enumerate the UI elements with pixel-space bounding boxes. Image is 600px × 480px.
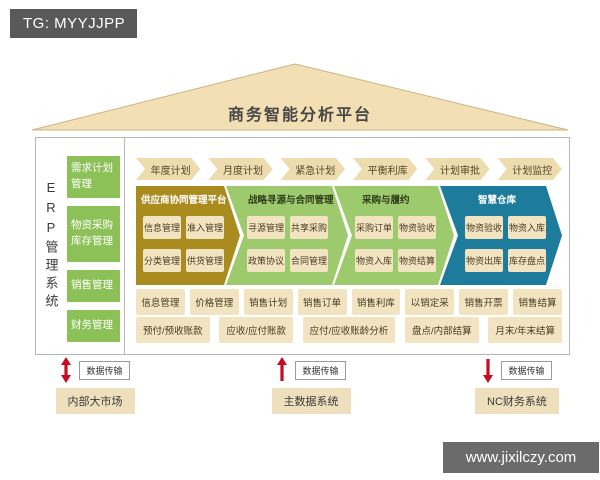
chevron-item: 共享采购 [290,216,328,239]
chevron-item: 物资入库 [508,216,546,239]
data-link-nc-finance: 数据传输 NC财务系统 [462,357,572,414]
chevron-items: 物资验收 物资入库 物资出库 库存盘点 [465,216,540,272]
chevron-title: 采购与履约 [362,195,410,206]
sales-chip: 销售计划 [243,289,293,315]
chevron-title: 供应商协同管理平台 [141,195,227,206]
roof-triangle [31,63,569,131]
chevron-title: 战略寻源与合同管理 [248,195,334,206]
finance-chip: 月末/年末结算 [488,317,562,343]
plan-chip-monitor: 计划监控 [498,158,562,180]
sales-chip: 销售利库 [351,289,401,315]
data-link-row: 数据传输 [482,357,552,383]
chevron-item: 物资出库 [465,249,503,272]
chevron-item: 供货管理 [186,249,224,272]
finance-chip: 应收/应付账款 [219,317,293,343]
plan-chip-urgent: 紧急计划 [281,158,345,180]
finance-row: 预付/预收账款 应收/应付账款 应付/应收账龄分析 盘点/内部结算 月末/年末结… [136,317,562,343]
chevron-item: 合同管理 [290,249,328,272]
sales-chip: 以销定采 [405,289,455,315]
system-box-master-data: 主数据系统 [271,388,351,414]
chevron-item: 准入管理 [186,216,224,239]
chevron-item: 分类管理 [143,249,181,272]
chevron-item: 物资验收 [398,216,436,239]
up-arrow-icon [277,357,288,381]
chevron-items: 寻源管理 共享采购 政策协议 合同管理 [247,216,328,272]
sales-chip: 销售结算 [513,289,562,315]
plan-chip-approval: 计划审批 [425,158,489,180]
chevron-item: 政策协议 [247,249,285,272]
sales-chip: 销售订单 [297,289,347,315]
chevron-item: 寻源管理 [247,216,285,239]
data-transfer-label: 数据传输 [501,360,552,380]
plan-chip-annual: 年度计划 [136,158,200,180]
data-transfer-label: 数据传输 [295,360,346,380]
plan-chip-monthly: 月度计划 [208,158,272,180]
sales-chip: 信息管理 [136,289,185,315]
chevron-item: 物资结算 [398,249,436,272]
finance-chip: 应付/应收账龄分析 [302,317,396,343]
erp-modules: 需求计划管理 物资采购库存管理 销售管理 财务管理 [67,137,124,355]
sales-chip: 价格管理 [189,289,239,315]
data-link-row: 数据传输 [60,357,130,383]
erp-module-material-inventory: 物资采购库存管理 [67,206,120,262]
data-transfer-label: 数据传输 [79,360,130,380]
sales-row: 信息管理 价格管理 销售计划 销售订单 销售利库 以销定采 销售开票 销售结算 [136,289,562,315]
chevron-item: 库存盘点 [508,249,546,272]
process-chevrons: 供应商协同管理平台 信息管理 准入管理 分类管理 供货管理 战略寻源与合同管理 … [136,186,562,285]
data-link-internal-market: 数据传输 内部大市场 [40,357,150,414]
up-down-arrow-icon [61,357,72,383]
tg-badge: TG: MYYJJPP [10,9,137,38]
finance-chip: 预付/预收账款 [136,317,210,343]
system-box-internal-market: 内部大市场 [55,388,135,414]
erp-module-finance: 财务管理 [67,310,120,342]
chevron-item: 信息管理 [143,216,181,239]
erp-module-demand-plan: 需求计划管理 [67,156,120,198]
chevron-items: 采购订单 物资验收 物资入库 物资结算 [355,216,432,272]
roof-title: 商务智能分析平台 [227,107,372,124]
data-link-master-data: 数据传输 主数据系统 [256,357,366,414]
plan-chip-balance: 平衡利库 [353,158,417,180]
chevron-smart-warehouse: 智慧仓库 物资验收 物资入库 物资出库 库存盘点 [440,186,562,285]
chevron-item: 物资验收 [465,216,503,239]
chevron-item: 物资入库 [355,249,393,272]
system-box-nc-finance: NC财务系统 [475,388,559,414]
finance-chip: 盘点/内部结算 [404,317,479,343]
chevron-procurement-fulfillment: 采购与履约 采购订单 物资验收 物资入库 物资结算 [334,186,454,285]
plan-row: 年度计划 月度计划 紧急计划 平衡利库 计划审批 计划监控 [136,158,562,180]
chevron-items: 信息管理 准入管理 分类管理 供货管理 [143,216,218,272]
watermark: www.jixilczy.com [443,442,599,473]
erp-sidebar: ERP管理系统 需求计划管理 物资采购库存管理 销售管理 财务管理 [35,137,125,355]
chevron-title: 智慧仓库 [478,195,517,206]
sales-chip: 销售开票 [459,289,509,315]
chevron-item: 采购订单 [355,216,393,239]
erp-vertical-label: ERP管理系统 [43,180,59,312]
chevron-strategic-sourcing: 战略寻源与合同管理 寻源管理 共享采购 政策协议 合同管理 [226,186,348,285]
erp-module-sales: 销售管理 [67,270,120,302]
down-arrow-icon [483,359,494,383]
data-link-row: 数据传输 [276,357,346,383]
chevron-supplier-platform: 供应商协同管理平台 信息管理 准入管理 分类管理 供货管理 [136,186,240,285]
